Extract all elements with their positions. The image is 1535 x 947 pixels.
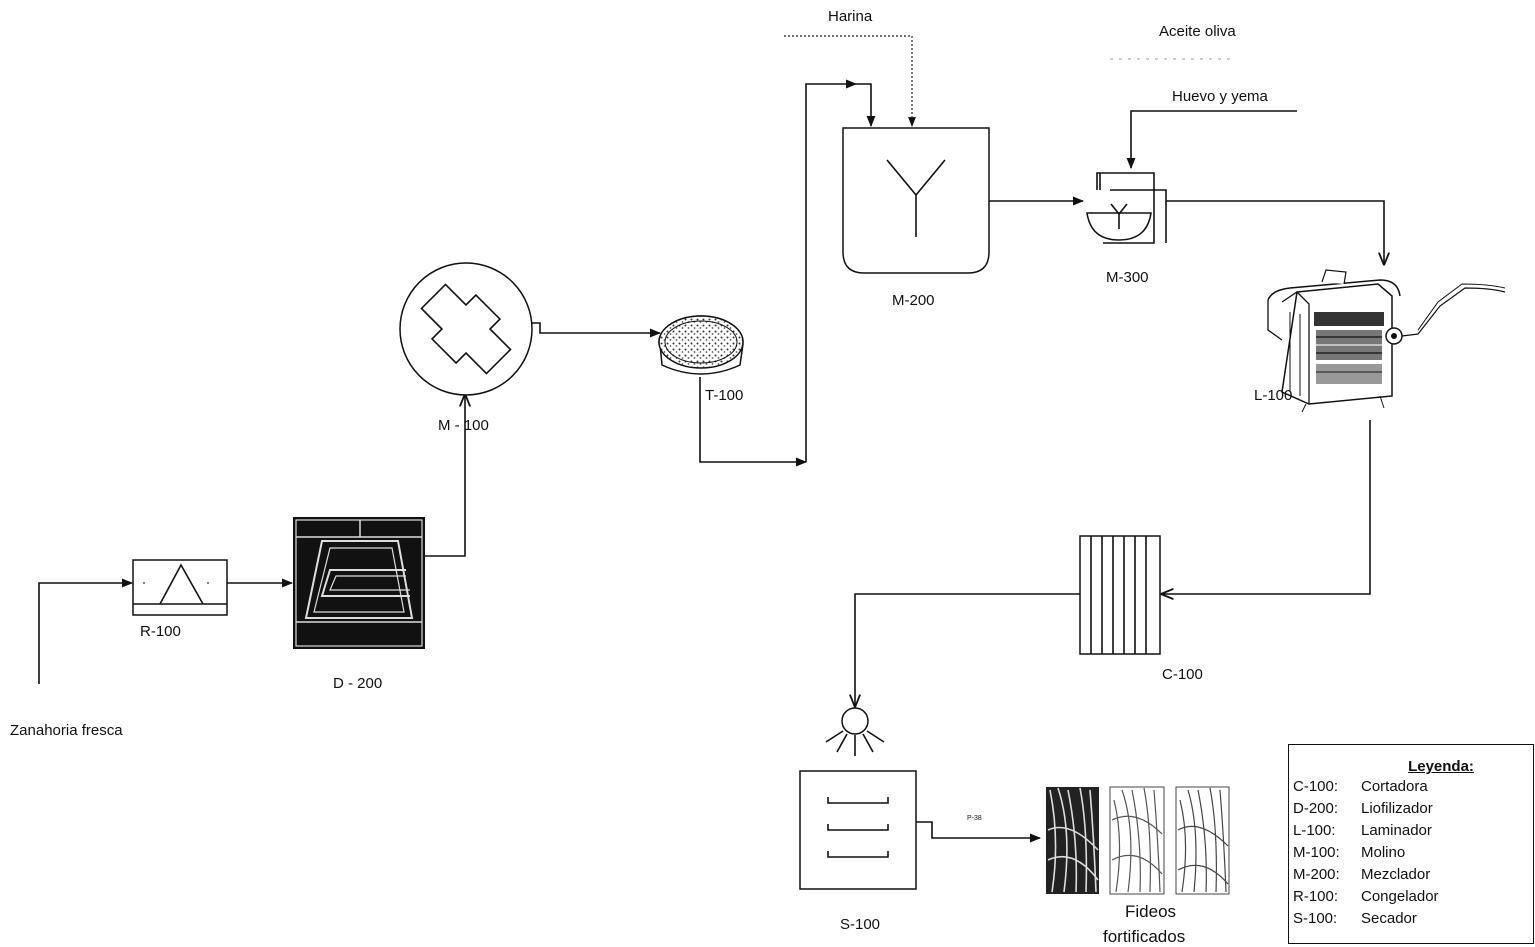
feed-huevo-line (1126, 110, 1297, 170)
feed-harina-line (784, 35, 916, 127)
legend-row: D-200: Liofilizador (1289, 798, 1533, 820)
legend-name: Congelador (1361, 888, 1439, 905)
dryer-s100 (799, 770, 917, 890)
legend-row: M-200: Mezclador (1289, 864, 1533, 886)
stream-m100-to-t100 (532, 322, 662, 338)
label-stream-p38: P-38 (967, 815, 982, 822)
legend-box: Leyenda: C-100: Cortadora D-200: Liofili… (1288, 744, 1534, 944)
label-m300: M-300 (1106, 269, 1149, 286)
legend-row: M-100: Molino (1289, 842, 1533, 864)
legend-name: Cortadora (1361, 778, 1428, 795)
stream-riser-to-m200 (805, 79, 858, 462)
label-r100: R-100 (140, 623, 181, 640)
legend-code: M-100: (1293, 844, 1340, 861)
legend-title: Leyenda: (1408, 758, 1474, 775)
legend-code: R-100: (1293, 888, 1339, 905)
stream-s100-to-product (916, 821, 1042, 843)
mill-m100 (399, 262, 533, 396)
legend-code: M-200: (1293, 866, 1340, 883)
legend-name: Mezclador (1361, 866, 1431, 883)
label-l100: L-100 (1254, 387, 1292, 404)
freeze-dryer-d200 (293, 517, 425, 649)
legend-name: Liofilizador (1361, 800, 1433, 817)
mixer-m200 (842, 127, 990, 274)
dryer-lamp (825, 707, 885, 756)
legend-row: R-100: Congelador (1289, 886, 1533, 908)
noodles-image-1 (1046, 787, 1099, 894)
label-m200: M-200 (892, 292, 935, 309)
stream-c100-to-s100 (855, 593, 1080, 706)
stream-m300-to-l100 (1166, 200, 1384, 264)
legend-code: L-100: (1293, 822, 1336, 839)
label-harina: Harina (828, 8, 873, 25)
label-product-line1: Fideos (1125, 902, 1176, 921)
legend-row: L-100: Laminador (1289, 820, 1533, 842)
noodles-image-3 (1175, 786, 1230, 895)
legend-code: C-100: (1293, 778, 1339, 795)
legend-row: S-100: Secador (1289, 908, 1533, 930)
legend-row: C-100: Cortadora (1289, 776, 1533, 798)
legend-name: Secador (1361, 910, 1417, 927)
label-zanahoria-fresca: Zanahoria fresca (10, 722, 123, 739)
label-t100: T-100 (705, 387, 743, 404)
label-aceite-oliva: Aceite oliva (1159, 23, 1236, 40)
stream-into-m200 (856, 83, 876, 128)
stream-t100-out (699, 377, 808, 467)
label-s100: S-100 (840, 916, 880, 933)
legend-name: Laminador (1361, 822, 1432, 839)
stream-d200-to-m100 (425, 395, 465, 557)
label-huevo-yema: Huevo y yema (1172, 88, 1269, 105)
stream-l100-to-c100 (1162, 420, 1371, 594)
label-d200: D - 200 (333, 675, 382, 692)
legend-code: D-200: (1293, 800, 1339, 817)
label-m100: M - 100 (438, 417, 489, 434)
feed-zanahoria-line (38, 578, 134, 684)
sieve-t100 (658, 315, 744, 375)
label-c100: C-100 (1162, 666, 1203, 683)
freezer-r100 (132, 559, 228, 616)
legend-name: Molino (1361, 844, 1406, 861)
label-product-line2: fortificados (1103, 927, 1185, 946)
cutter-c100 (1079, 535, 1161, 655)
laminator-l100 (1267, 269, 1506, 413)
legend-code: S-100: (1293, 910, 1338, 927)
noodles-image-2 (1109, 786, 1165, 895)
mixer-m300 (1086, 172, 1167, 244)
